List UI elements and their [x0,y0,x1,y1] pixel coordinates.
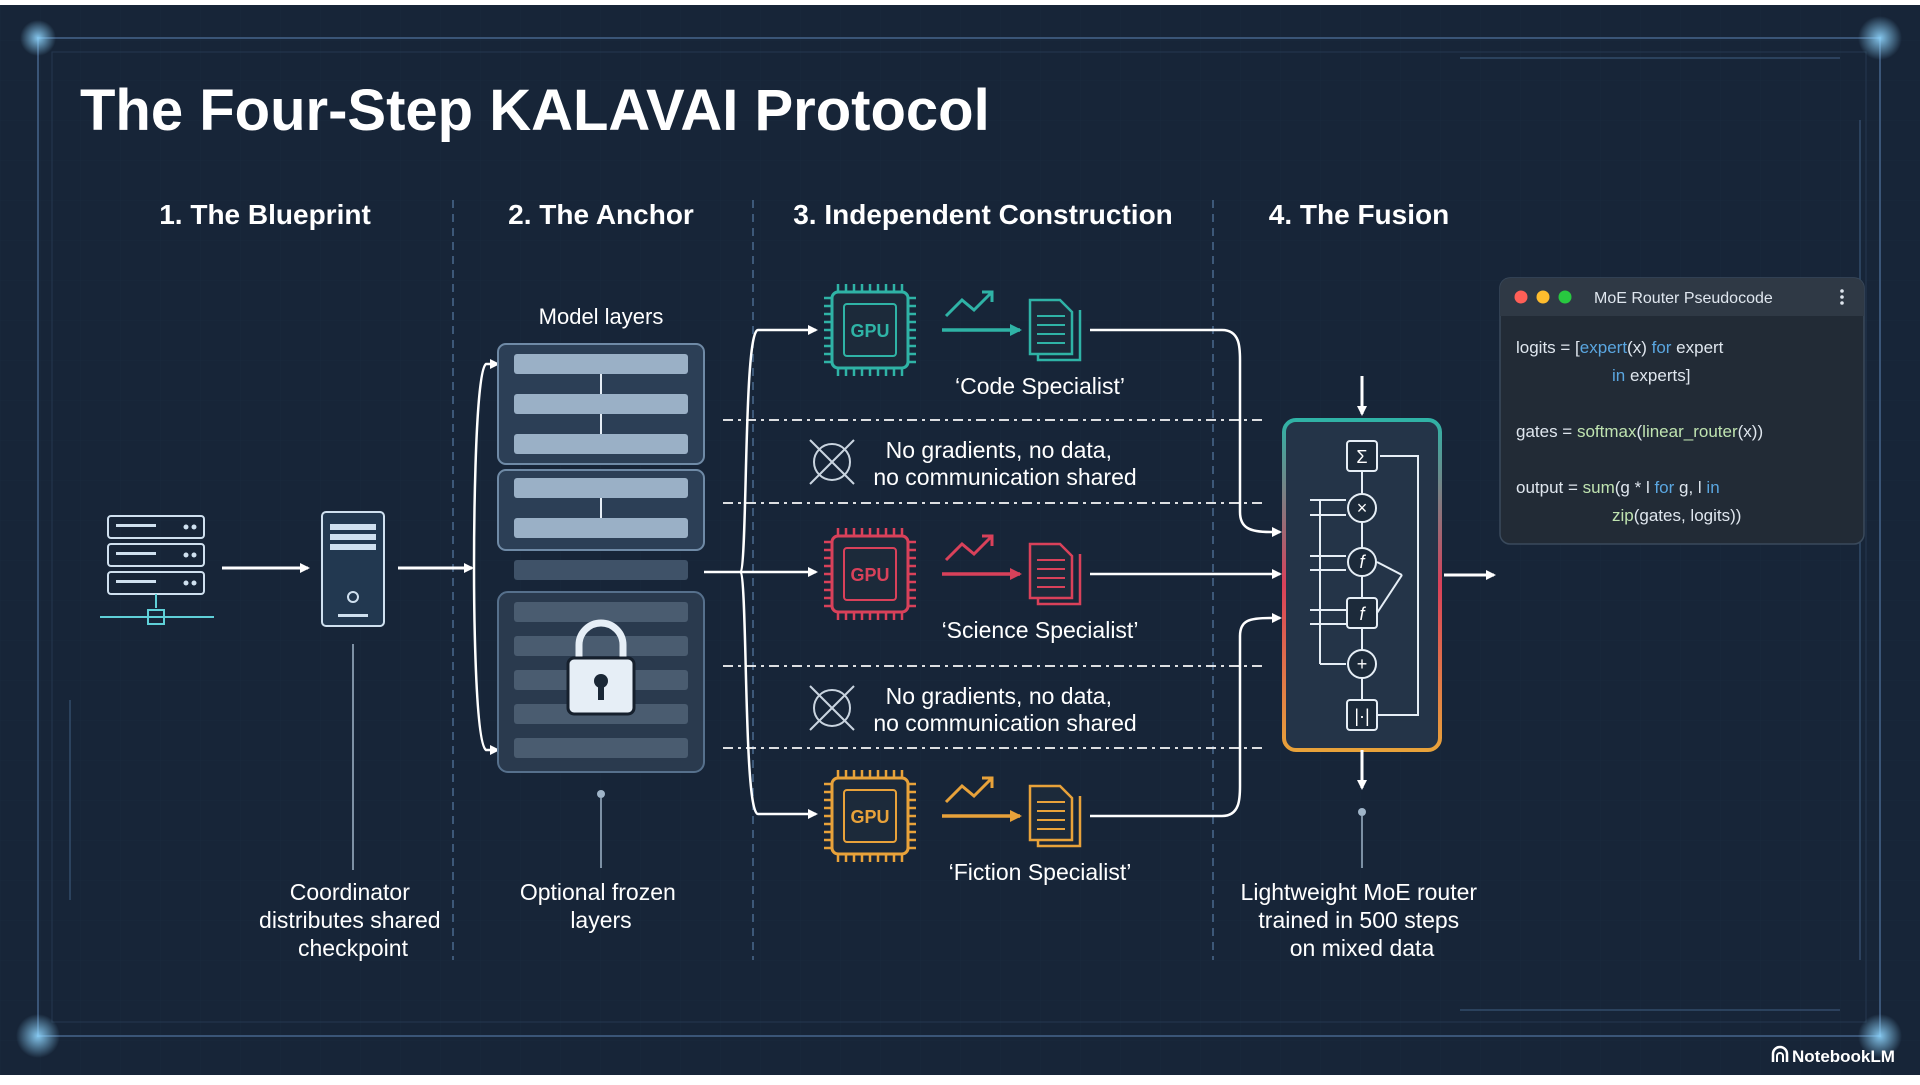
svg-text:×: × [1357,498,1368,518]
specialist-label: ‘Science Specialist’ [942,617,1139,643]
isolation-boundaries [723,419,1262,749]
gpu-chip-icon: GPU [824,770,916,862]
specialist-label: ‘Code Specialist’ [955,373,1125,399]
trend-up-icon [944,290,994,318]
gpu-label: GPU [850,565,889,585]
specialist-row-fiction: GPU ‘Fiction Specialist’ [824,770,1131,885]
gpu-chip-icon: GPU [824,528,916,620]
step-1-header: 1. The Blueprint [159,199,371,230]
code-to-fusion-arrow [1090,328,1282,537]
svg-text:gates = softmax(linear_router(: gates = softmax(linear_router(x)) [1516,422,1763,441]
gpu-chip-icon: GPU [824,284,916,376]
no-sharing-icon [809,685,855,731]
code-window: MoE Router Pseudocode logits = [expert(x… [1499,277,1865,545]
specialist-document-icon [1028,784,1082,848]
isolation-note-1: No gradients, no data, no communication … [873,437,1136,490]
specialist-document-icon [1028,298,1082,362]
column-dividers [452,200,1214,960]
step-2-header: 2. The Anchor [508,199,694,230]
more-vertical-icon[interactable] [1840,289,1844,305]
svg-text:f: f [1359,552,1366,572]
page-title: The Four-Step KALAVAI Protocol [80,78,990,143]
svg-text:f: f [1359,604,1366,624]
router-caption: Lightweight MoE router trained in 500 st… [1241,879,1484,961]
pseudocode: logits = [expert(x) for expert in expert… [1516,338,1763,525]
maximize-window-dot[interactable] [1558,290,1572,304]
notebooklm-logo: NotebookLM [1771,1045,1895,1066]
specialist-document-icon [1028,542,1082,606]
frozen-layers-caption: Optional frozen layers [520,879,682,933]
trend-up-icon [944,776,994,804]
svg-text:in experts]: in experts] [1612,366,1690,385]
trend-up-icon [944,534,994,562]
fiction-to-fusion-arrow [1090,613,1282,818]
gpu-label: GPU [850,321,889,341]
blueprint-frame [37,37,1881,1037]
lock-icon [566,619,636,716]
svg-text:zip(gates, logits)): zip(gates, logits)) [1612,506,1741,525]
specialist-row-code: GPU ‘Code Specialist’ [824,284,1125,399]
moe-router-box: Σ × f f + |·| [1282,376,1442,790]
code-window-title: MoE Router Pseudocode [1594,290,1773,307]
close-window-dot[interactable] [1514,290,1528,304]
svg-text:|·|: |·| [1354,706,1369,726]
coordinator-caption: Coordinator distributes shared checkpoin… [259,879,447,961]
gpu-label: GPU [850,807,889,827]
svg-text:output = sum(g * l for g, l in: output = sum(g * l for g, l in [1516,478,1720,497]
specialist-row-science: GPU ‘Science Specialist’ [824,528,1138,643]
isolation-note-2: No gradients, no data, no communication … [873,683,1136,736]
minimize-window-dot[interactable] [1536,290,1550,304]
svg-text:NotebookLM: NotebookLM [1792,1047,1895,1066]
svg-text:Σ: Σ [1356,447,1367,467]
no-sharing-icon [809,439,855,485]
step-4-header: 4. The Fusion [1269,199,1449,230]
model-layers-label: Model layers [539,304,664,329]
server-icon [100,515,214,625]
coordinator-computer-icon [321,511,385,627]
svg-text:logits = [expert(x) for expert: logits = [expert(x) for expert [1516,338,1724,357]
svg-text:+: + [1357,654,1368,674]
step-3-header: 3. Independent Construction [793,199,1173,230]
specialist-label: ‘Fiction Specialist’ [949,859,1132,885]
